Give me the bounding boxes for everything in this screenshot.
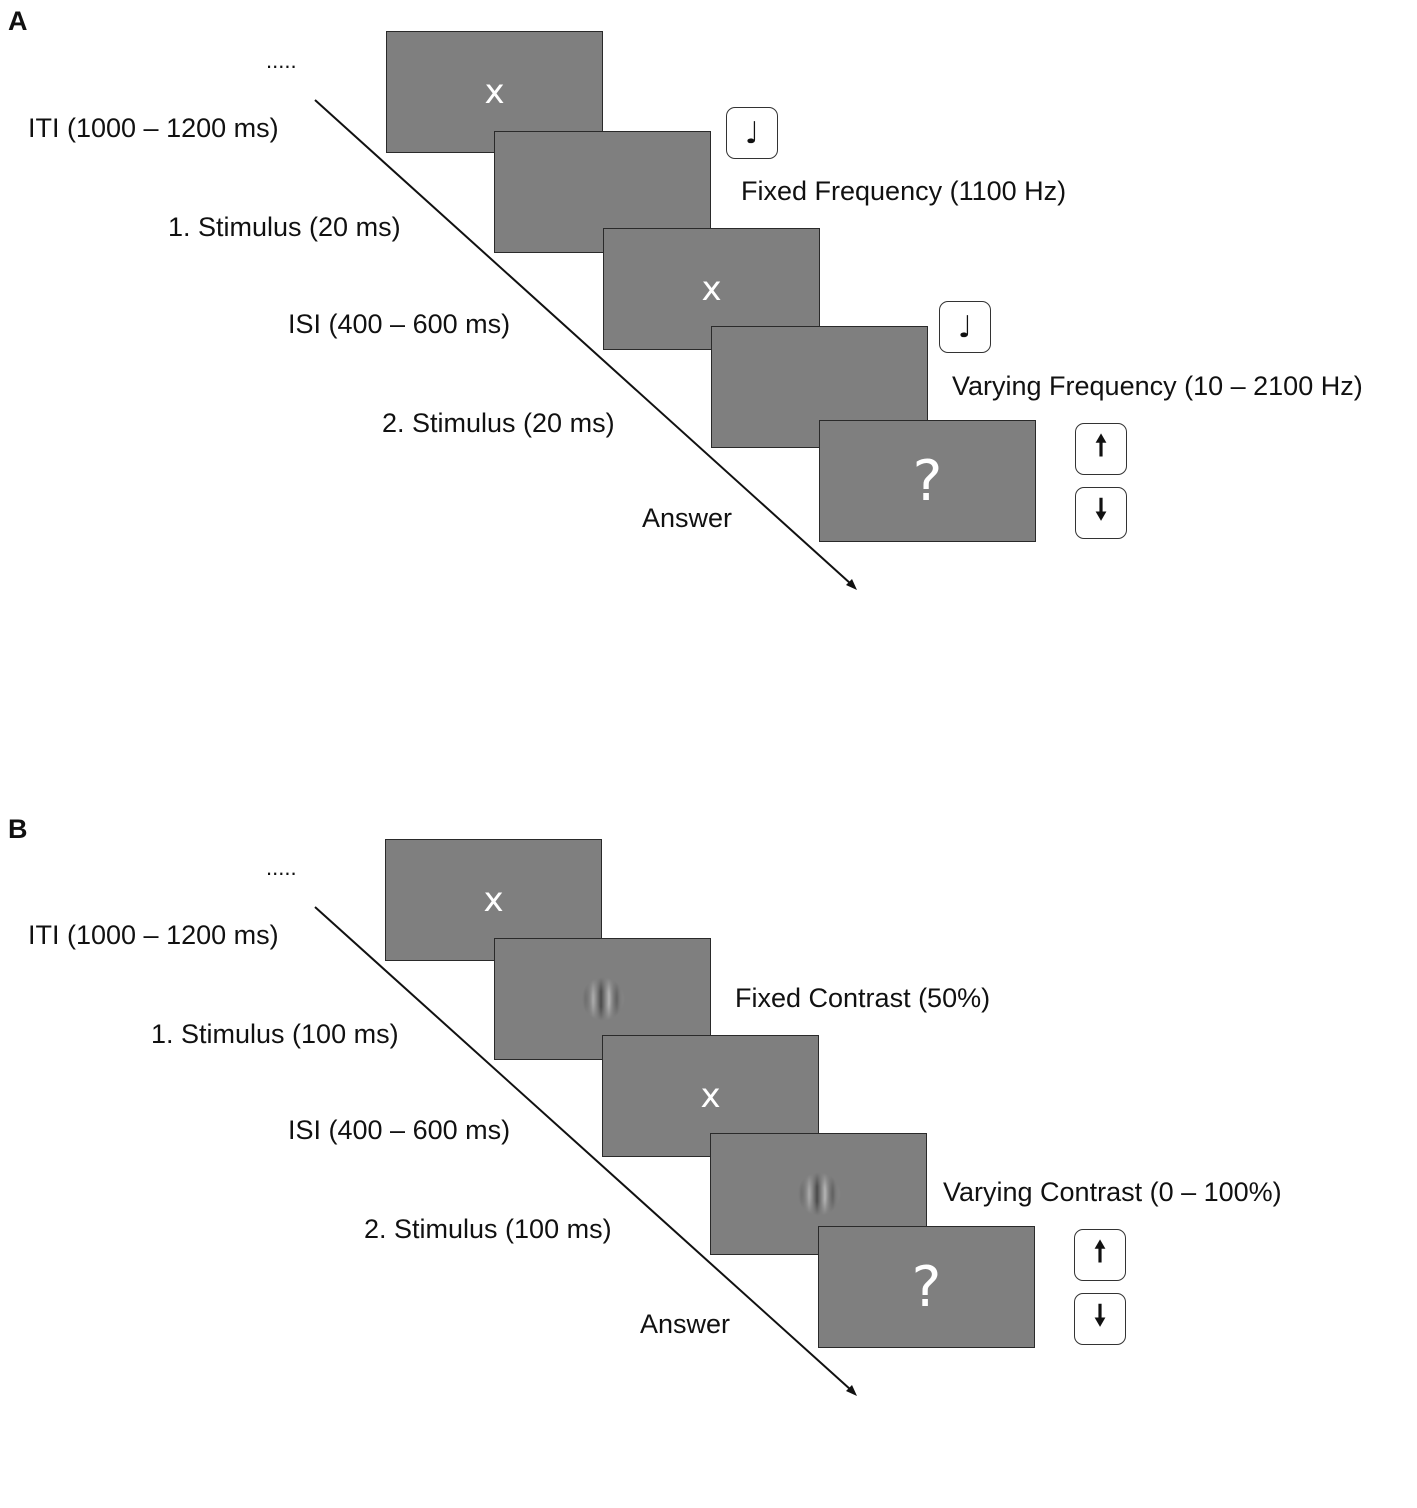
- fixation-cross: x: [701, 269, 722, 309]
- answer-screen: ?: [818, 1226, 1035, 1348]
- answer-label: Answer: [642, 503, 733, 533]
- fixation-cross: x: [483, 880, 504, 920]
- stimulus-1-label: 1. Stimulus (20 ms): [168, 212, 401, 242]
- isi-label: ISI (400 – 600 ms): [288, 1115, 511, 1145]
- ellipsis: .....: [266, 48, 297, 73]
- panel-letter: A: [8, 6, 28, 36]
- fixed-frequency-label: Fixed Frequency (1100 Hz): [741, 176, 1067, 206]
- answer-label: Answer: [640, 1309, 731, 1339]
- gabor-patch-icon: [796, 1172, 841, 1216]
- panel-letter: B: [8, 814, 28, 844]
- ellipsis: .....: [266, 855, 297, 880]
- answer-screen: ?: [819, 420, 1036, 542]
- iti-label: ITI (1000 – 1200 ms): [28, 920, 279, 950]
- question-mark: ?: [911, 1254, 942, 1320]
- stimulus-2-label: 2. Stimulus (20 ms): [382, 408, 615, 438]
- fixed-contrast-label: Fixed Contrast (50%): [735, 983, 991, 1013]
- panel-a: A ..... ITI (1000 – 1200 ms) 1. Stimulus…: [0, 0, 1417, 700]
- fixation-cross: x: [700, 1076, 721, 1116]
- iti-label: ITI (1000 – 1200 ms): [28, 113, 279, 143]
- arrow-down-icon: 🠗: [1075, 487, 1127, 539]
- arrow-up-icon: 🠕: [1074, 1229, 1126, 1281]
- stimulus-2-label: 2. Stimulus (100 ms): [364, 1214, 612, 1244]
- stimulus-1-label: 1. Stimulus (100 ms): [151, 1019, 399, 1049]
- arrow-up-icon: 🠕: [1075, 423, 1127, 475]
- varying-frequency-label: Varying Frequency (10 – 2100 Hz): [952, 371, 1363, 401]
- music-note-icon: ♩: [726, 107, 778, 159]
- question-mark: ?: [912, 448, 943, 514]
- timeline-arrow: [314, 906, 857, 1396]
- fixation-cross: x: [484, 72, 505, 112]
- varying-contrast-label: Varying Contrast (0 – 100%): [943, 1177, 1282, 1207]
- panel-b: B ..... ITI (1000 – 1200 ms) 1. Stimulus…: [0, 808, 1417, 1508]
- gabor-patch-icon: [580, 977, 625, 1021]
- isi-label: ISI (400 – 600 ms): [288, 309, 511, 339]
- arrow-down-icon: 🠗: [1074, 1293, 1126, 1345]
- music-note-icon: ♩: [939, 301, 991, 353]
- timeline-arrow: [314, 99, 857, 590]
